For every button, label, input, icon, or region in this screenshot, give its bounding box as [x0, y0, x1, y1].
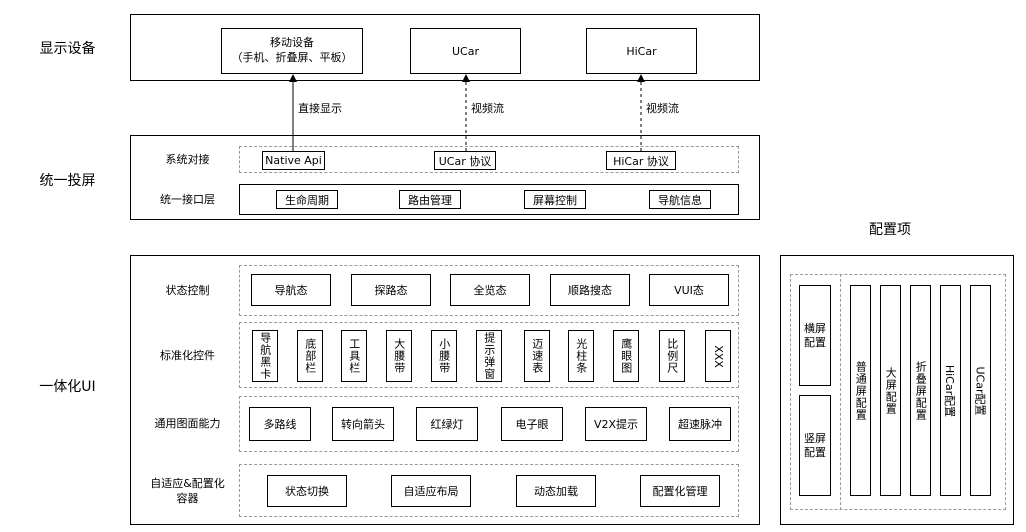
config-inner-panel: [790, 274, 1006, 510]
config-fold-screen-box: 折叠屏配置: [910, 285, 931, 496]
std-big-belt-box: 大腰带: [386, 330, 412, 382]
state-control-row: [239, 265, 739, 316]
cap-overspeed-box: 超速脉冲: [669, 407, 731, 441]
cap-multi-route-box: 多路线: [249, 407, 311, 441]
hicar-protocol-box: HiCar 协议: [606, 151, 676, 170]
std-eagle-eye-box: 鹰眼图: [613, 330, 639, 382]
standard-controls-row: [239, 322, 739, 388]
config-divider: [840, 274, 841, 510]
config-landscape-box: 横屏配置: [799, 285, 831, 386]
config-normal-screen-box: 普通屏配置: [850, 285, 871, 496]
state-along-search-box: 顺路搜态: [550, 274, 630, 306]
mobile-device-subtitle: （手机、折叠屏、平板）: [231, 51, 353, 64]
config-ucar-label: UCar配置: [973, 366, 987, 415]
cap-v2x-box: V2X提示: [585, 407, 647, 441]
mobile-device-box: 移动设备 （手机、折叠屏、平板）: [221, 28, 363, 74]
cap-camera-box: 电子眼: [501, 407, 563, 441]
direct-display-label: 直接显示: [298, 102, 342, 115]
projection-panel: [130, 135, 760, 220]
common-capabilities-row: [239, 396, 739, 452]
display-devices-panel: [130, 14, 760, 81]
std-toolbar-box: 工具栏: [341, 330, 367, 382]
row-label-integrated: 一体化UI: [39, 379, 96, 395]
ucar-device-box: UCar: [410, 28, 521, 74]
adaptive-state-switch-box: 状态切换: [267, 475, 347, 507]
config-title: 配置项: [869, 222, 911, 238]
state-overview-box: 全览态: [450, 274, 530, 306]
hicar-device-box: HiCar: [586, 28, 697, 74]
adaptive-container-label-line1: 自适应&配置化: [150, 476, 225, 490]
config-big-screen-box: 大屏配置: [880, 285, 901, 496]
std-scale-box: 比例尺: [659, 330, 685, 382]
native-api-box: Native Api: [262, 151, 325, 170]
video-stream-label-2: 视频流: [646, 102, 679, 115]
config-portrait-box: 竖屏配置: [799, 395, 831, 496]
cap-turn-arrow-box: 转向箭头: [332, 407, 394, 441]
adaptive-dynamic-load-box: 动态加载: [516, 475, 596, 507]
config-panel: [780, 255, 1014, 525]
row-label-projection: 统一投屏: [39, 173, 96, 189]
std-light-bar-box: 光柱条: [568, 330, 594, 382]
config-ucar-box: UCar配置: [970, 285, 991, 496]
routing-box: 路由管理: [399, 190, 461, 209]
config-hicar-label: HiCar配置: [943, 364, 957, 417]
std-popup-box: 提示弹窗: [476, 330, 502, 382]
std-xxx-box: XXX: [705, 330, 731, 382]
adaptive-container-label: 自适应&配置化 容器: [140, 474, 235, 508]
state-nav-box: 导航态: [251, 274, 331, 306]
system-integration-label: 系统对接: [165, 153, 210, 166]
adaptive-layout-box: 自适应布局: [391, 475, 471, 507]
lifecycle-box: 生命周期: [276, 190, 338, 209]
adaptive-container-row: [239, 464, 739, 517]
std-xxx-label: XXX: [711, 344, 725, 368]
state-control-label: 状态控制: [165, 284, 210, 297]
row-label-display: 显示设备: [39, 41, 96, 57]
integrated-ui-panel: [130, 255, 760, 525]
cap-traffic-light-box: 红绿灯: [416, 407, 478, 441]
adaptive-container-label-line2: 容器: [176, 492, 199, 505]
std-speedometer-box: 迈速表: [524, 330, 550, 382]
nav-info-box: 导航信息: [649, 190, 711, 209]
unified-interface-row: [239, 184, 739, 215]
std-bottom-bar-box: 底部栏: [297, 330, 323, 382]
system-integration-row: [239, 146, 739, 173]
adaptive-config-manage-box: 配置化管理: [640, 475, 720, 507]
mobile-device-title: 移动设备: [270, 36, 314, 50]
state-explore-box: 探路态: [351, 274, 431, 306]
state-vui-box: VUI态: [649, 274, 729, 306]
std-small-belt-box: 小腰带: [431, 330, 457, 382]
ucar-protocol-box: UCar 协议: [434, 151, 496, 170]
screen-control-box: 屏幕控制: [524, 190, 586, 209]
standard-controls-label: 标准化控件: [160, 349, 215, 362]
common-capabilities-label: 通用图面能力: [154, 417, 221, 430]
unified-interface-label: 统一接口层: [160, 193, 215, 206]
video-stream-label-1: 视频流: [471, 102, 504, 115]
config-hicar-box: HiCar配置: [940, 285, 961, 496]
std-nav-card-box: 导航黑卡: [252, 330, 278, 382]
